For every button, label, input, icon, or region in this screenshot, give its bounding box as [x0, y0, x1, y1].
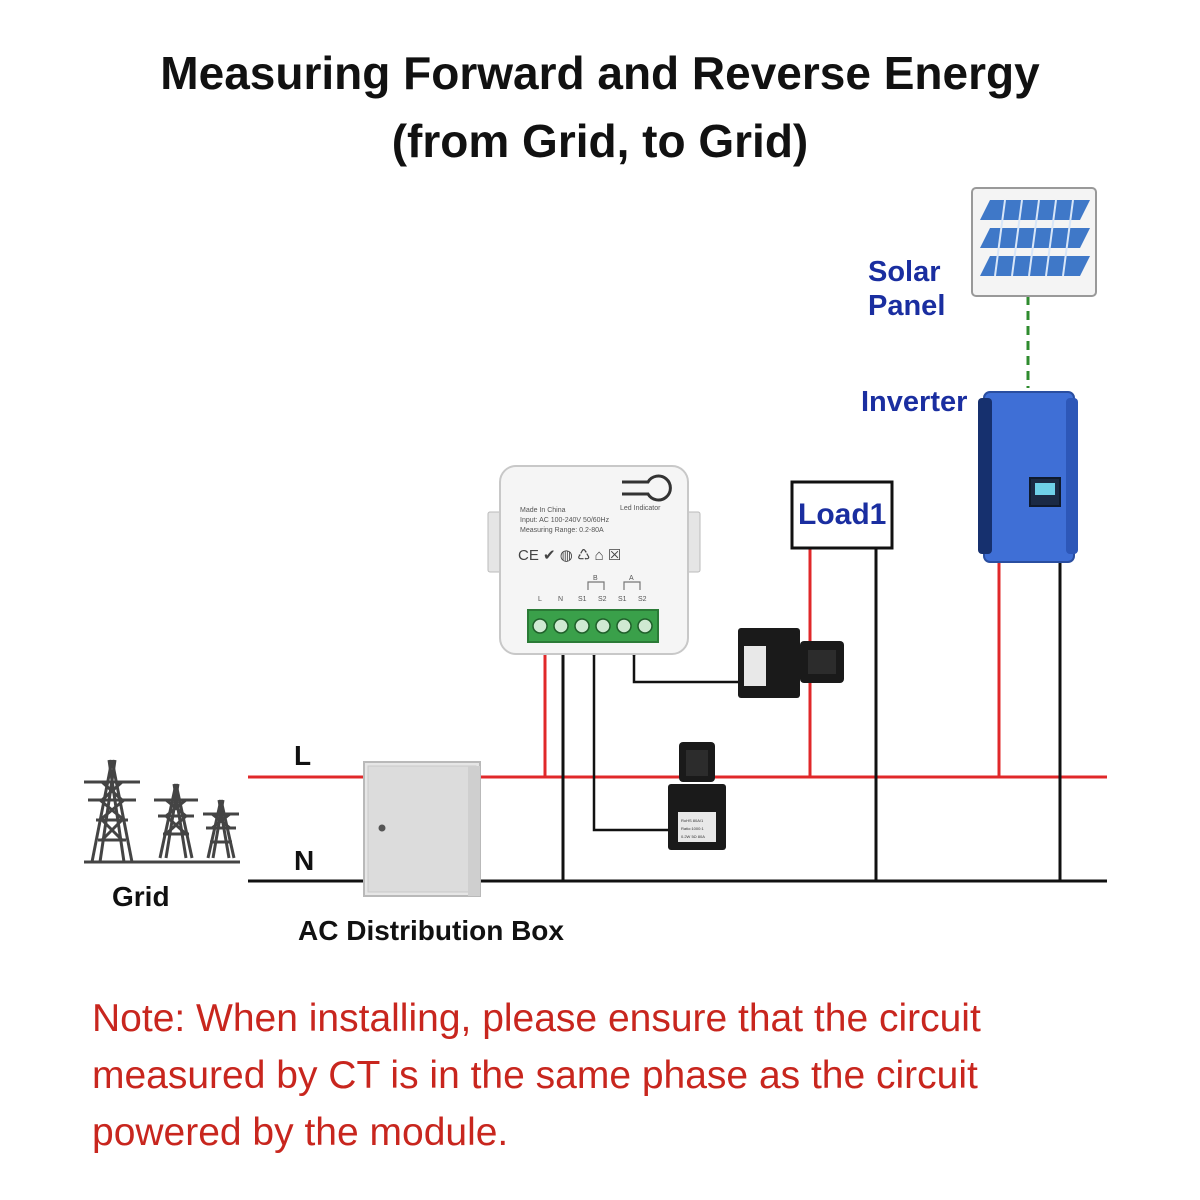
load-label: Load1 — [798, 498, 886, 531]
diagram-title-line2: (from Grid, to Grid) — [391, 115, 809, 167]
module-input: Input: AC 100-240V 50/60Hz — [520, 517, 610, 524]
note-line3: powered by the module. — [92, 1111, 509, 1154]
module-made-in: Made In China — [520, 507, 566, 514]
inverter-icon — [978, 391, 1078, 563]
module-terminal-l: L — [538, 596, 542, 603]
module-marks: CE ✔ ◍ ♺ ⌂ ☒ — [518, 547, 621, 564]
svg-text:RoHS 80A/1: RoHS 80A/1 — [681, 818, 704, 823]
distribution-box-icon — [363, 761, 481, 897]
diagram-title-line1: Measuring Forward and Reverse Energy — [160, 47, 1040, 99]
ct-clamp-icon — [738, 628, 844, 698]
module-range: Measuring Range: 0.2-80A — [520, 527, 604, 534]
module-channel-b: B — [593, 575, 598, 582]
module-terminal-a-s1: S1 — [618, 596, 627, 603]
distribution-box-label: AC Distribution Box — [298, 915, 564, 946]
module-terminal-n: N — [558, 596, 563, 603]
note-line2: measured by CT is in the same phase as t… — [92, 1054, 978, 1097]
ct-a-wire — [632, 655, 738, 684]
energy-module-icon — [487, 465, 701, 655]
module-terminal-b-s1: S1 — [578, 596, 587, 603]
grid-label: Grid — [112, 881, 170, 912]
inverter-label: Inverter — [861, 386, 967, 418]
transmission-tower-icon — [84, 759, 240, 864]
solar-panel-label-line1: Solar — [868, 256, 941, 288]
module-terminal-a-s2: S2 — [638, 596, 647, 603]
note-line1: Note: When installing, please ensure tha… — [92, 997, 981, 1040]
ct-b-wire — [592, 655, 668, 832]
solar-panel-icon — [971, 187, 1097, 297]
module-channel-a: A — [629, 575, 634, 582]
module-led-indicator: Led Indicator — [620, 505, 661, 512]
ct-clamp-icon: RoHS 80A/1 Ratio:1000:1 0.2W 5Ω 80A — [668, 742, 726, 850]
line-l-label: L — [294, 740, 311, 771]
module-terminal-b-s2: S2 — [598, 596, 607, 603]
svg-text:Ratio:1000:1: Ratio:1000:1 — [681, 826, 704, 831]
line-n-label: N — [294, 845, 314, 876]
svg-text:0.2W 5Ω 80A: 0.2W 5Ω 80A — [681, 834, 705, 839]
solar-panel-label-line2: Panel — [868, 290, 945, 322]
load-box — [790, 480, 894, 550]
